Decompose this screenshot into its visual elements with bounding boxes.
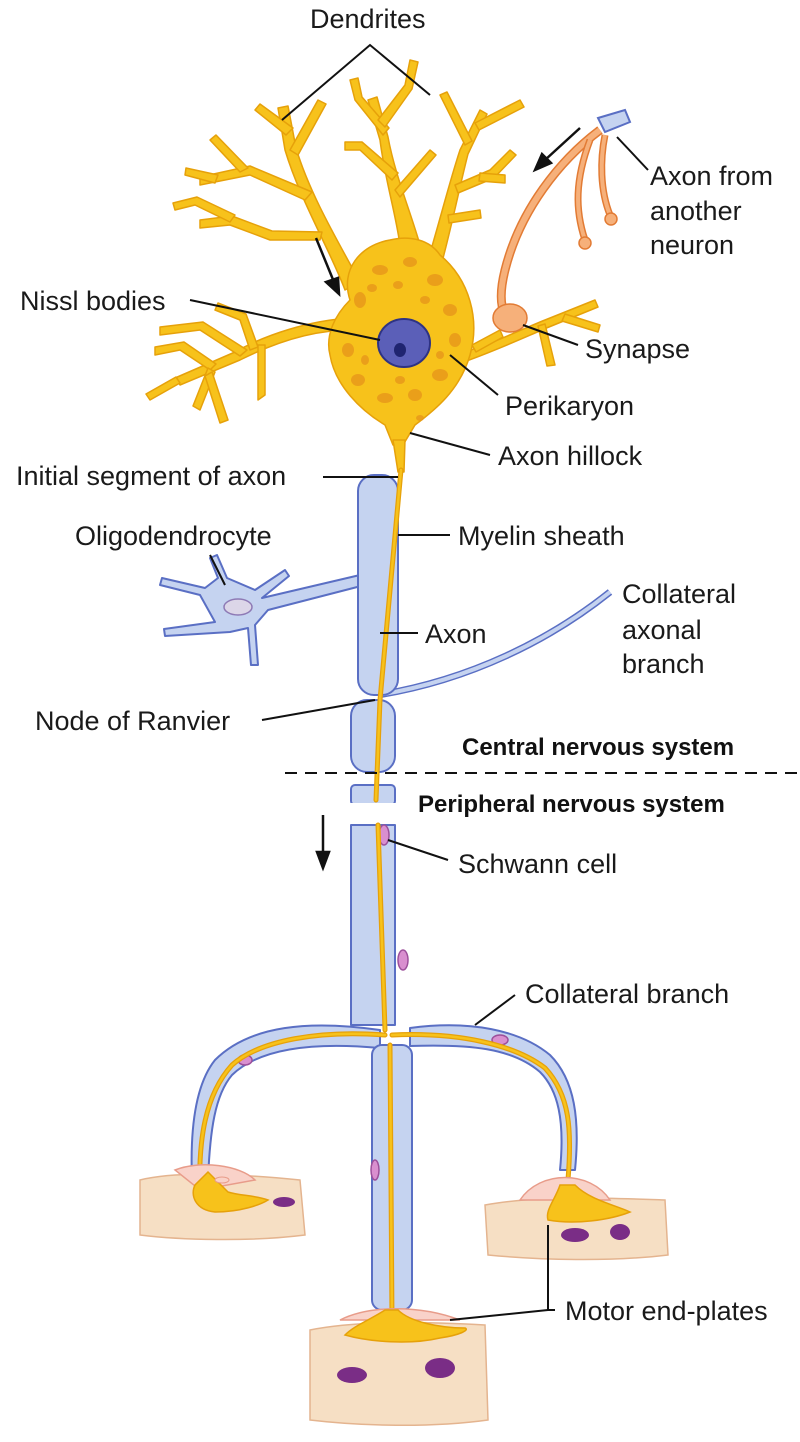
label-branch: branch <box>622 649 705 679</box>
nucleolus <box>394 343 406 357</box>
direction-arrows <box>314 127 581 872</box>
label-motor-end-plates: Motor end-plates <box>565 1296 768 1326</box>
label-axon-hillock: Axon hillock <box>498 441 643 471</box>
nucleus <box>377 318 431 368</box>
label-neuron: neuron <box>650 230 734 260</box>
label-peripheral-nervous-system: Peripheral nervous system <box>418 791 725 818</box>
label-node-of-ranvier: Node of Ranvier <box>35 706 230 736</box>
muscle-fiber-bottom <box>309 1308 489 1426</box>
muscle-fiber-right <box>484 1176 669 1261</box>
label-schwann-cell: Schwann cell <box>458 849 617 879</box>
leader-lines <box>189 43 649 1321</box>
axon-from-another-neuron <box>492 108 632 333</box>
label-collateral-branch: Collateral branch <box>525 979 729 1009</box>
oligodendrocyte-nucleus <box>223 598 253 616</box>
label-collateral: Collateral <box>622 579 736 609</box>
label-axon: Axon <box>425 619 487 649</box>
label-central-nervous-system: Central nervous system <box>462 734 734 761</box>
break-gap <box>330 803 410 823</box>
label-dendrites: Dendrites <box>310 4 426 34</box>
label-synapse: Synapse <box>585 334 690 364</box>
label-axonal: axonal <box>622 615 702 645</box>
oligodendrocyte-cell <box>159 554 373 666</box>
dendrites-tree <box>145 59 601 473</box>
label-another: another <box>650 196 742 226</box>
collateral-axonal-branch <box>377 589 613 699</box>
label-nissl-bodies: Nissl bodies <box>20 286 166 316</box>
myelin-segments <box>350 474 399 806</box>
label-myelin-sheath: Myelin sheath <box>458 521 625 551</box>
muscle-fiber-left <box>139 1164 306 1241</box>
label-initial-segment: Initial segment of axon <box>16 461 286 491</box>
label-axon-from: Axon from <box>650 161 773 191</box>
label-oligodendrocyte: Oligodendrocyte <box>75 521 272 551</box>
nissl-bodies-speckles <box>342 257 461 421</box>
label-perikaryon: Perikaryon <box>505 391 634 421</box>
